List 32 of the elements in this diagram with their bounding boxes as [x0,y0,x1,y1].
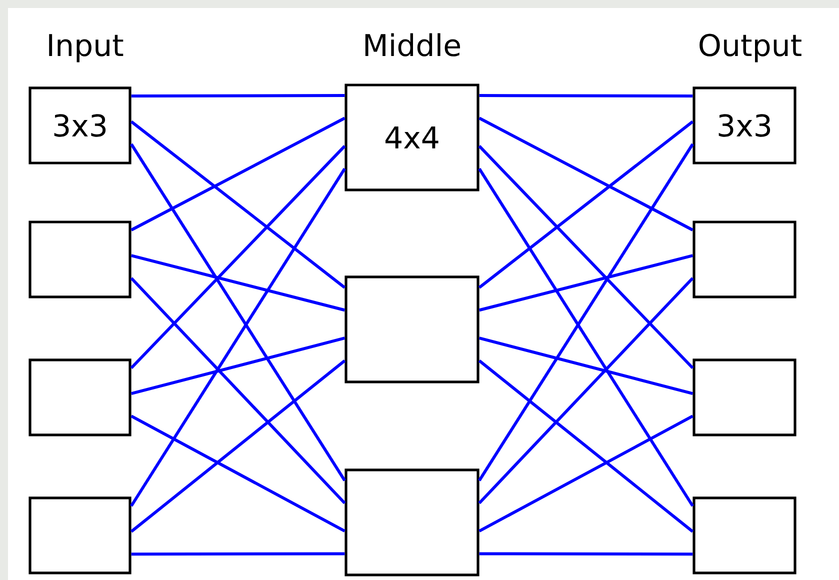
connection-line [479,94,693,98]
connection-line [478,336,694,396]
connection-line [478,277,694,504]
connection-line [130,120,346,289]
connection-line [478,254,694,312]
switch-box: 4x4 [344,84,480,192]
switch-box: 3x3 [28,86,132,164]
connection-line [478,360,694,533]
connection-line [130,145,346,370]
connection-line [131,552,345,556]
connection-line [478,414,694,532]
switch-box [692,220,796,298]
connection-line [479,552,693,556]
switch-box [692,496,796,574]
connection-line [131,94,345,98]
switch-box [28,220,132,298]
connection-line [130,360,346,533]
switch-box [28,496,132,574]
switch-box [28,358,132,436]
switch-box [344,468,480,576]
switch-box [344,276,480,384]
connection-line [130,254,346,312]
connection-line [130,277,346,504]
switch-box: 3x3 [692,86,796,164]
connection-line [478,116,694,232]
connection-line [130,336,346,396]
connection-line [130,116,346,232]
connection-line [478,120,694,289]
connection-line [130,414,346,532]
column-heading: Middle [365,33,460,56]
switch-box [692,358,796,436]
connection-line [478,145,694,370]
